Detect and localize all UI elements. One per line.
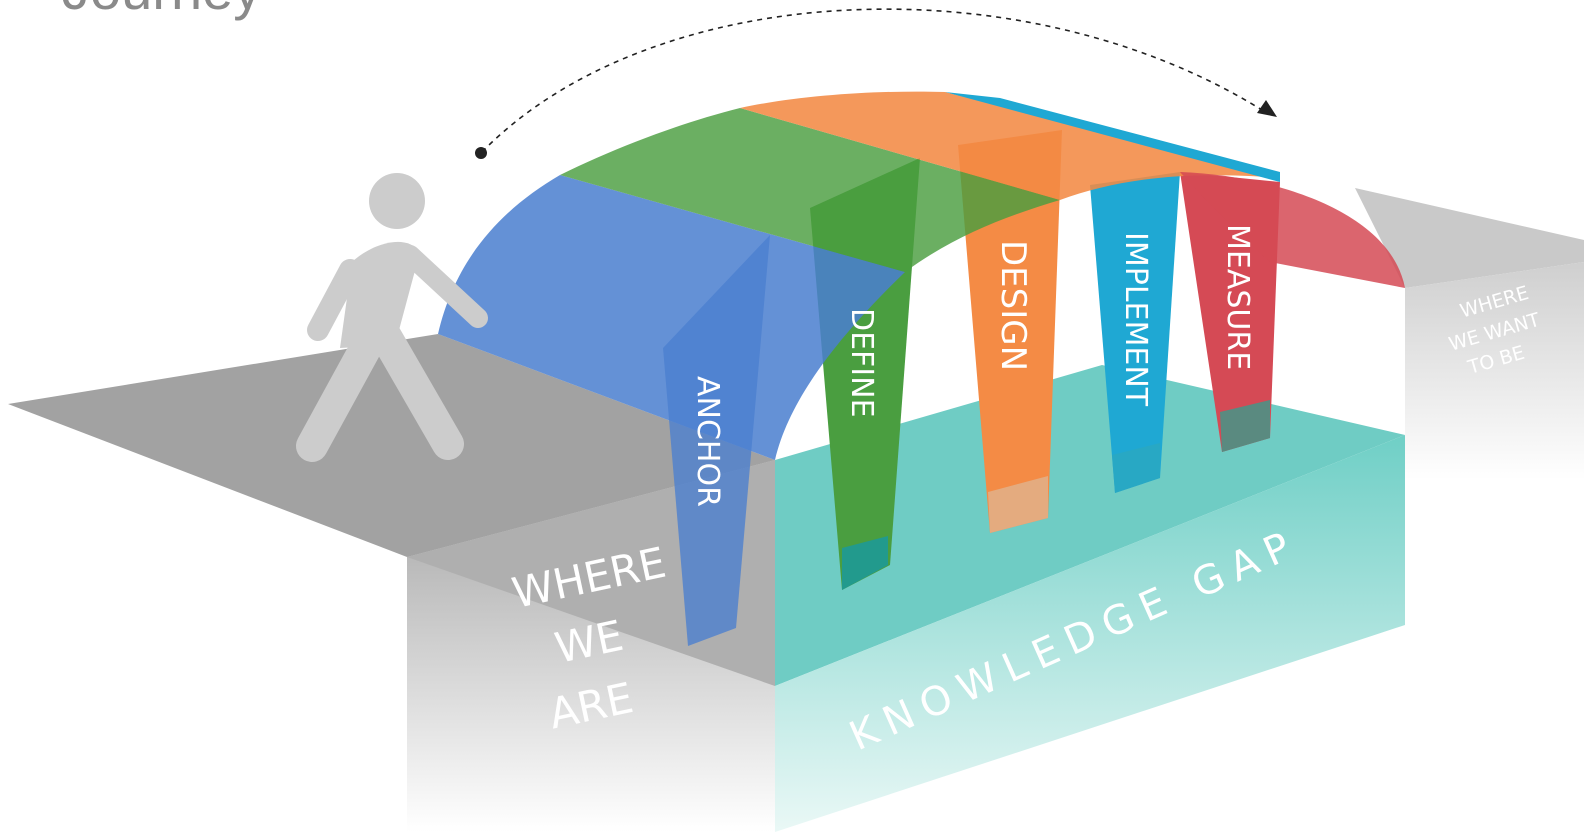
walking-person-icon — [296, 173, 488, 462]
diagram-heading: Journey — [62, 0, 261, 18]
bridge-deck — [438, 91, 1405, 460]
stage-label-define: DEFINE — [844, 308, 879, 418]
pillar-implement — [1090, 172, 1180, 493]
knowledge-gap-block: KNOWLEDGE GAP — [775, 365, 1405, 832]
stage-label-design: DESIGN — [993, 240, 1033, 371]
destination-block: WHERE WE WANT TO BE — [1355, 188, 1584, 480]
deck-measure — [1180, 172, 1405, 288]
stage-label-anchor: ANCHOR — [690, 376, 725, 507]
pillar-design — [958, 130, 1062, 533]
deck-anchor — [438, 175, 905, 460]
deck-design — [740, 91, 1280, 200]
dashed-arc-arrow-icon — [475, 8, 1277, 159]
deck-define — [560, 108, 1060, 272]
deck-implement — [945, 92, 1280, 182]
stage-label-measure: MEASURE — [1220, 224, 1255, 370]
stage-labels: ANCHOR DEFINE DESIGN IMPLEMENT MEASURE — [690, 224, 1255, 507]
stage-label-implement: IMPLEMENT — [1118, 232, 1153, 407]
